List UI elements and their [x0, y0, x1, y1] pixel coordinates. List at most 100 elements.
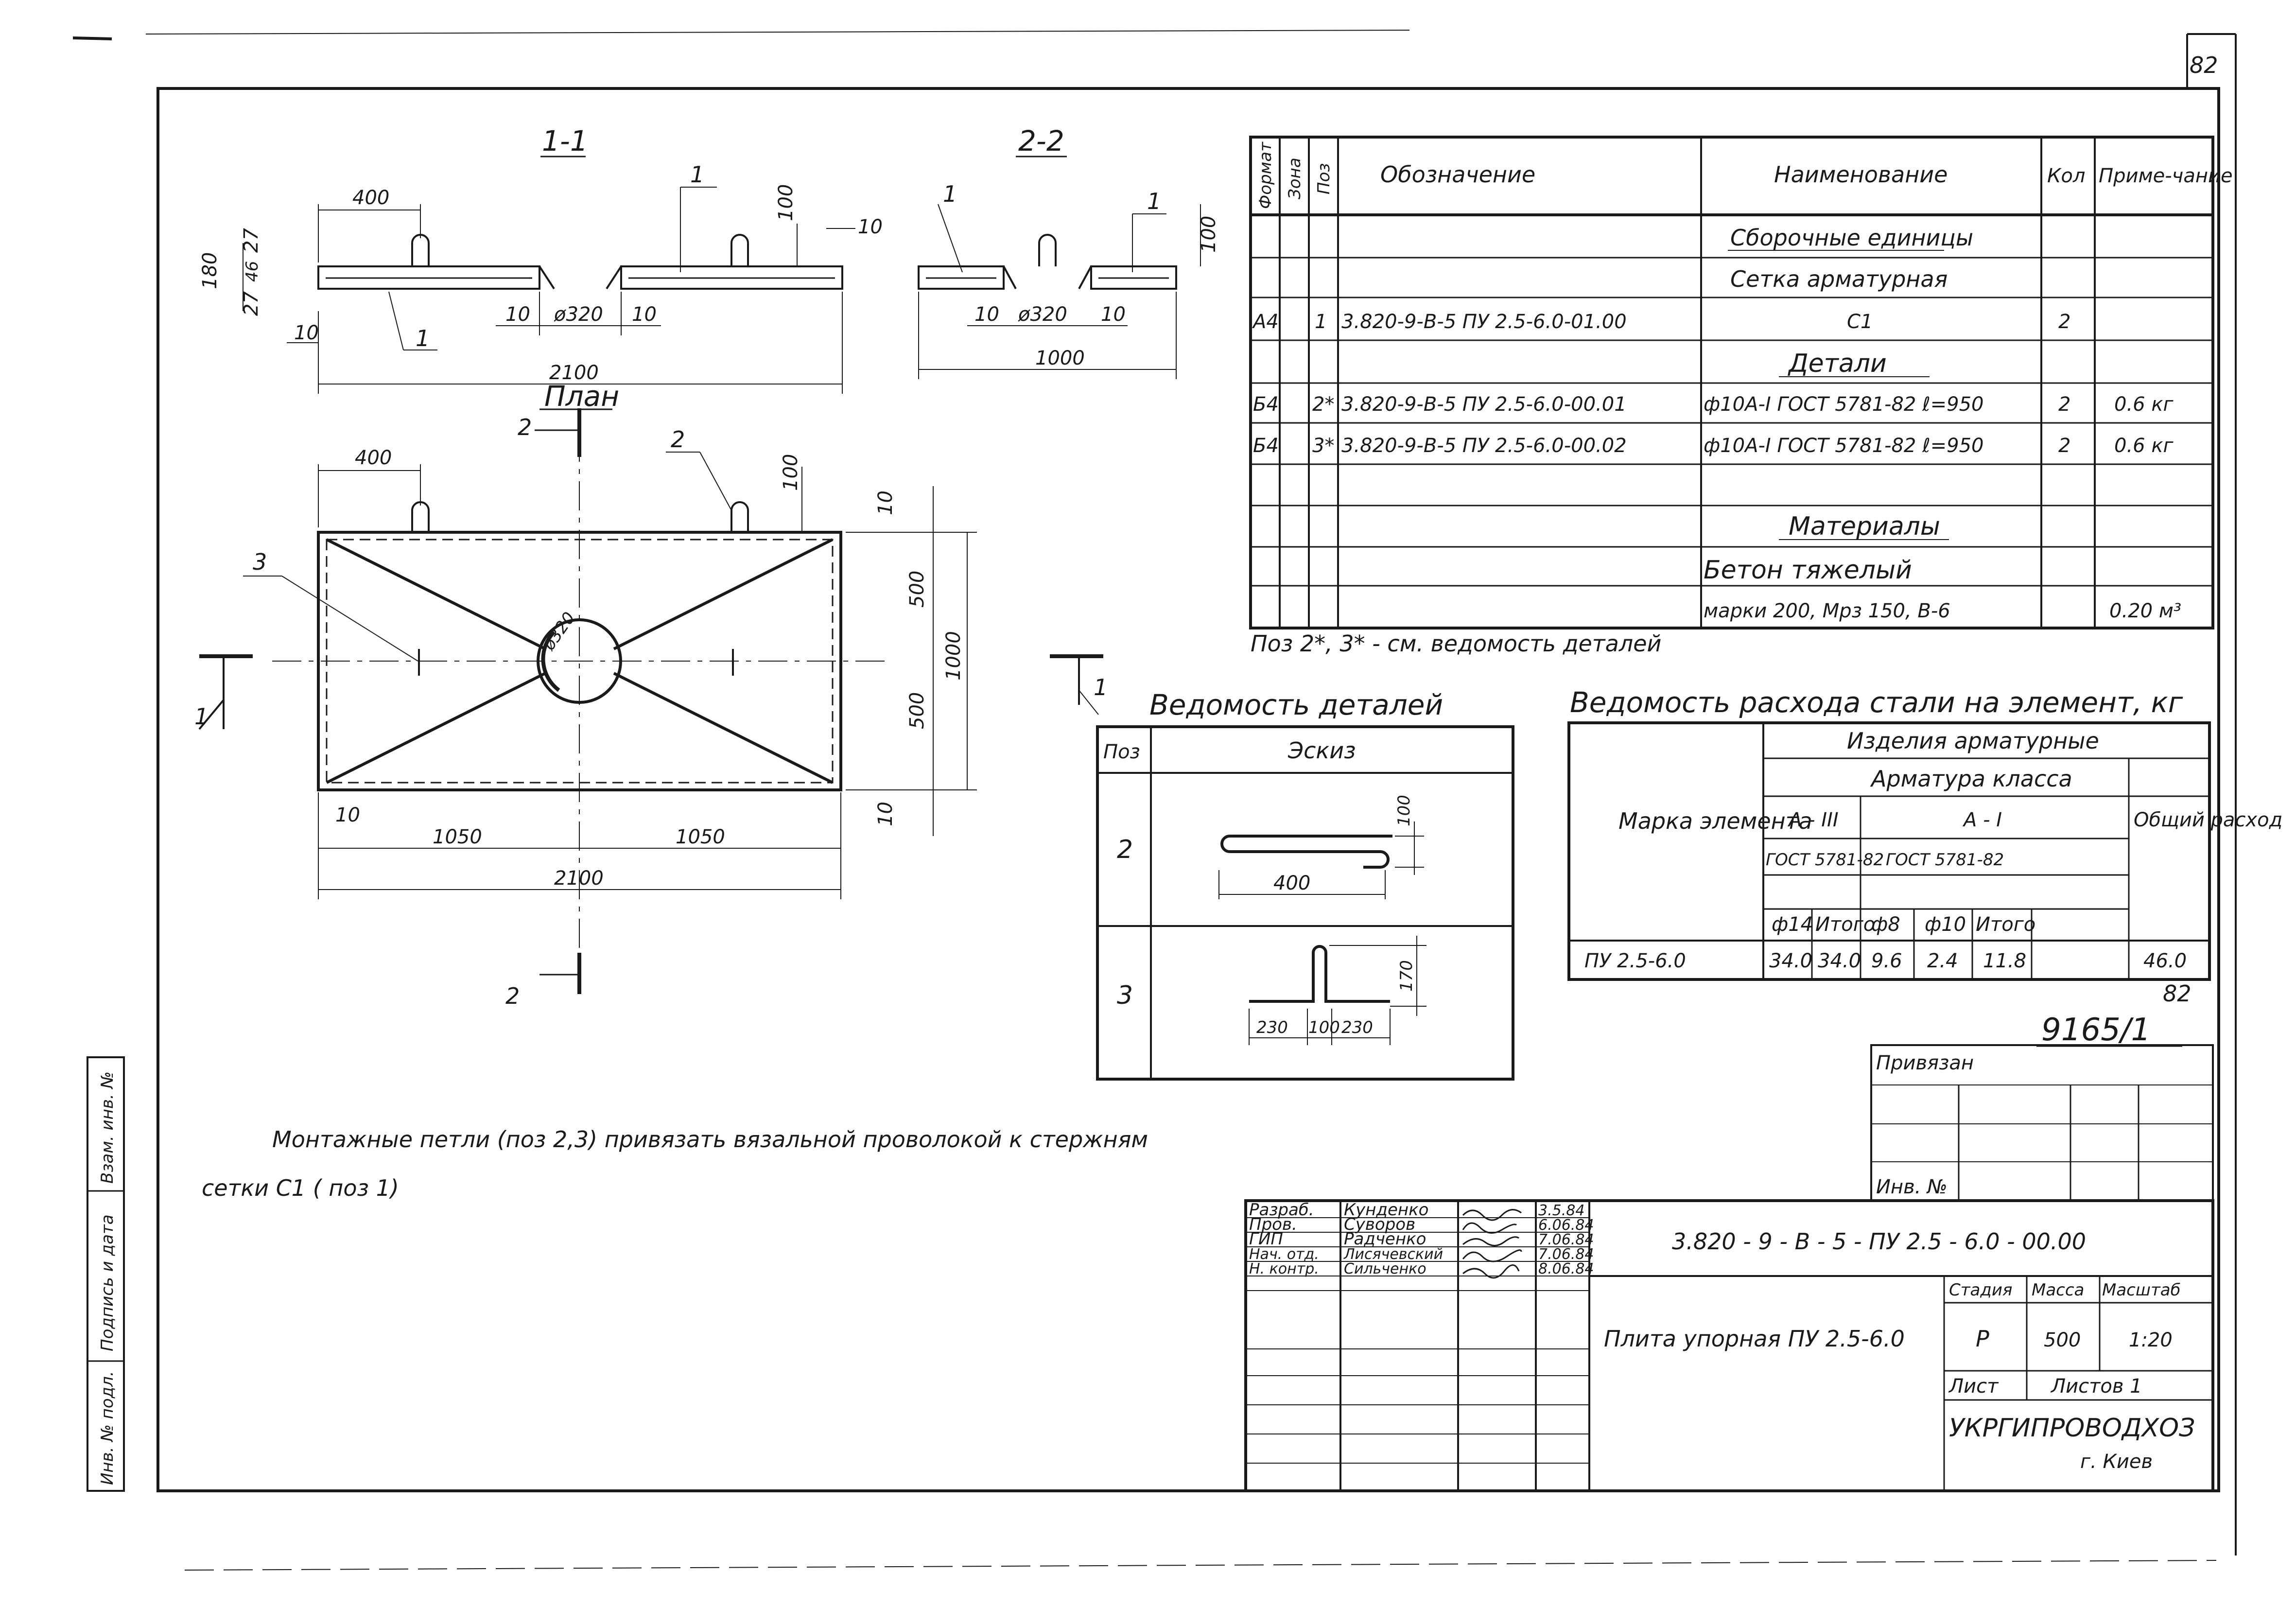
corner-sheet-number: 82: [2190, 52, 2218, 78]
dim-500-bottom: 500: [906, 692, 928, 729]
lifting-loop: [411, 234, 430, 266]
steel-val-d14: 34.0: [1769, 950, 1812, 972]
details-table: Поз Эскиз 2 3 100 400 170 230 100 230: [1096, 725, 1514, 1081]
steel-val-d8: 9.6: [1871, 950, 1902, 972]
row3-note: 0.6 кг: [2114, 435, 2174, 457]
row2-qty: 2: [2058, 393, 2070, 416]
section-1-1-title: 1-1: [542, 124, 588, 157]
concrete-title: Бетон тяжелый: [1704, 556, 1912, 585]
row2-pos: 2*: [1312, 393, 1334, 416]
lifting-loop: [1038, 234, 1057, 266]
dim-10-right: 10: [858, 216, 883, 238]
cut-2-top: 2: [518, 414, 532, 440]
dim-180: 180: [199, 252, 221, 289]
scale-value: 1:20: [2129, 1329, 2173, 1351]
detail-3-dim-100: 100: [1308, 1018, 1340, 1037]
section-2-2-view: 100 10 ø320 10 1000 1 1: [918, 181, 1220, 379]
dim-100: 100: [780, 454, 802, 491]
dim-10-left: 10: [335, 804, 360, 826]
org-name: УКРГИПРОВОДХОЗ: [1949, 1414, 2195, 1443]
org-city: г. Киев: [2080, 1451, 2153, 1473]
stamp-signature-date: Подпись и дата: [98, 1214, 117, 1351]
note-line-2: сетки С1 ( поз 1): [202, 1175, 399, 1201]
row2-designation: 3.820-9-В-5 ПУ 2.5-6.0-00.01: [1341, 393, 1627, 416]
header-zone: Зона: [1285, 157, 1305, 199]
dim-500-top: 500: [906, 571, 928, 608]
dim-2100: 2100: [549, 362, 599, 384]
header-name: Наименование: [1774, 161, 1948, 188]
date-norm-control: 8.06.84: [1538, 1260, 1594, 1277]
slab-right-part: [1090, 265, 1177, 290]
header-qty: Кол: [2047, 165, 2085, 187]
dim-27-bottom: 27: [240, 291, 262, 316]
row2-format: Б4: [1253, 393, 1279, 416]
leader-1-bottom: 1: [416, 325, 430, 351]
steel-val-total: 46.0: [2143, 950, 2187, 972]
signature: [1462, 1236, 1519, 1246]
date-dept-head: 7.06.84: [1538, 1246, 1594, 1263]
leader-2-right: 2: [671, 426, 685, 453]
privyazan-block: Привязан Инв. №: [1870, 1044, 2214, 1202]
steel-col-total-a3: Итого: [1815, 913, 1875, 936]
privyazan-inv: Инв. №: [1876, 1176, 1948, 1198]
name-checker: Суворов: [1344, 1215, 1415, 1234]
concrete-grade: марки 200, Мрз 150, В-6: [1704, 600, 1950, 622]
leader-1-top: 1: [690, 161, 704, 188]
dim-10-hole-left: 10: [505, 303, 530, 326]
archive-number: 9165/1: [2041, 1012, 2151, 1048]
steel-header-rebar-class: Арматура класса: [1870, 766, 2072, 792]
hole-edge: [539, 265, 555, 290]
scan-artifact: [184, 1560, 2217, 1571]
header-note: Приме-чание: [2099, 165, 2233, 187]
dim-2100: 2100: [554, 867, 604, 890]
margin-stamp: Инв. № подл. Подпись и дата Взам. инв. №: [87, 1056, 125, 1492]
hole-edge: [606, 265, 622, 290]
dim-hole-diameter: ø320: [554, 303, 603, 326]
dim-400: 400: [355, 447, 392, 469]
dim-1000: 1000: [1035, 347, 1085, 369]
dim-27-top: 27: [240, 228, 262, 253]
name-chief-engineer: Радченко: [1344, 1229, 1426, 1249]
sheets-header: Листов 1: [2050, 1375, 2142, 1398]
stage-value: Р: [1976, 1326, 1989, 1352]
doc-code: 3.820 - 9 - В - 5 - ПУ 2.5 - 6.0 - 00.00: [1672, 1228, 2086, 1255]
dim-hole-diameter: ø320: [1018, 303, 1067, 326]
steel-title: Ведомость расхода стали на элемент, кг: [1570, 686, 2183, 719]
detail-3-sketch: [1249, 945, 1390, 1003]
row1-designation: 3.820-9-В-5 ПУ 2.5-6.0-01.00: [1341, 311, 1627, 333]
scale-header: Масштаб: [2102, 1280, 2181, 1300]
specification-table: Формат Зона Поз Обозначение Наименование…: [1249, 136, 2233, 629]
role-developer: Разраб.: [1249, 1200, 1314, 1220]
steel-header-gost-a3: ГОСТ 5781-82: [1766, 850, 1884, 870]
scan-artifact: [72, 36, 112, 40]
dim-1050-left: 1050: [433, 826, 482, 848]
steel-col-d8: ф8: [1871, 913, 1900, 936]
details-header-pos: Поз: [1103, 741, 1140, 763]
name-developer: Кунденко: [1344, 1200, 1428, 1220]
steel-val-total-a1: 11.8: [1983, 950, 2026, 972]
section-mesh: Сетка арматурная: [1730, 266, 1948, 292]
leader-3: 3: [253, 549, 267, 575]
section-materials: Материалы: [1789, 512, 1940, 541]
stamp-inv-original: Инв. № подл.: [98, 1371, 117, 1485]
scan-artifact: [145, 30, 1410, 35]
slab-left-part: [918, 265, 1005, 290]
dim-10-bottom: 10: [874, 802, 897, 826]
dim-10-top: 10: [874, 490, 897, 515]
dim-1050-right: 1050: [676, 826, 725, 848]
row3-qty: 2: [2058, 435, 2070, 457]
dim-1000: 1000: [942, 631, 965, 681]
dim-100: 100: [1198, 216, 1220, 253]
stamp-replace-inv: Взам. инв. №: [98, 1071, 117, 1184]
steel-header-class-a3: А - III: [1787, 809, 1839, 831]
row3-pos: 3*: [1312, 435, 1334, 457]
stage-header: Стадия: [1949, 1280, 2012, 1300]
row1-format: А4: [1252, 311, 1279, 333]
signature: [1462, 1264, 1520, 1279]
signature: [1462, 1249, 1522, 1262]
steel-col-d14: ф14: [1772, 913, 1813, 936]
details-title: Ведомость деталей: [1149, 688, 1443, 721]
lifting-loop: [731, 501, 749, 532]
row3-designation: 3.820-9-В-5 ПУ 2.5-6.0-00.02: [1341, 435, 1627, 457]
steel-col-total-a1: Итого: [1976, 913, 2035, 936]
